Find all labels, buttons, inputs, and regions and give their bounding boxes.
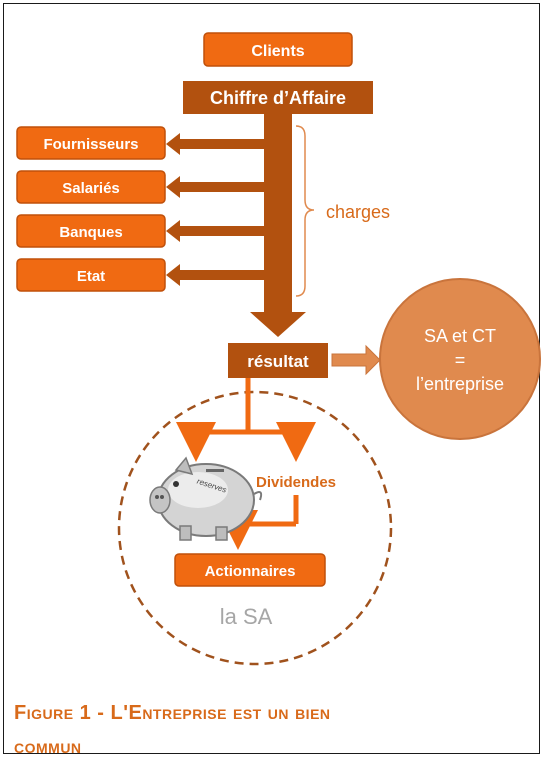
- box-salaries: [16, 170, 166, 204]
- charges-label: charges: [326, 202, 390, 222]
- label-etat: Etat: [77, 268, 105, 285]
- arrow-salaries: [166, 176, 264, 198]
- caption-line-1: Figure 1 - L'Entreprise est un bien: [14, 702, 331, 724]
- label-salaries: Salariés: [62, 180, 120, 197]
- sa-label: la SA: [220, 604, 273, 629]
- shareholders-box: [174, 553, 326, 587]
- main-down-arrow: [250, 312, 306, 337]
- main-trunk: [264, 114, 292, 312]
- result-box: [228, 343, 328, 378]
- distribution-flow: [176, 378, 316, 550]
- arrow-banques: [166, 220, 264, 242]
- label-fournisseurs: Fournisseurs: [43, 136, 138, 153]
- enterprise-circle: [379, 278, 541, 440]
- enterprise-line-2: =: [455, 350, 466, 370]
- box-banques: [16, 214, 166, 248]
- revenue-label: Chiffre d’Affaire: [210, 88, 346, 108]
- enterprise-line-1: SA et CT: [424, 326, 496, 346]
- box-etat: [16, 258, 166, 292]
- charges-brace: [295, 125, 315, 297]
- piggy-bank-icon: reserves: [149, 456, 263, 541]
- figure-frame: [3, 3, 540, 754]
- arrow-etat: [166, 264, 264, 286]
- clients-box: [203, 32, 353, 67]
- revenue-box: [183, 81, 373, 114]
- caption-line-2: commun: [14, 736, 82, 758]
- enterprise-line-3: l’entreprise: [416, 374, 504, 394]
- label-banques: Banques: [59, 224, 122, 241]
- figure-caption: Figure 1 - L'Entreprise est un bien comm…: [14, 696, 534, 764]
- shareholders-label: Actionnaires: [205, 563, 296, 580]
- arrow-to-enterprise: [331, 344, 381, 376]
- box-fournisseurs: [16, 126, 166, 160]
- enterprise-diagram: Clients Chiffre d’Affaire Fournisseurs S…: [16, 32, 541, 666]
- arrow-fournisseurs: [166, 133, 264, 155]
- sa-dashed-circle: [117, 390, 393, 666]
- clients-label: Clients: [251, 43, 304, 60]
- result-label: résultat: [247, 352, 309, 371]
- dividends-label: Dividendes: [256, 474, 336, 491]
